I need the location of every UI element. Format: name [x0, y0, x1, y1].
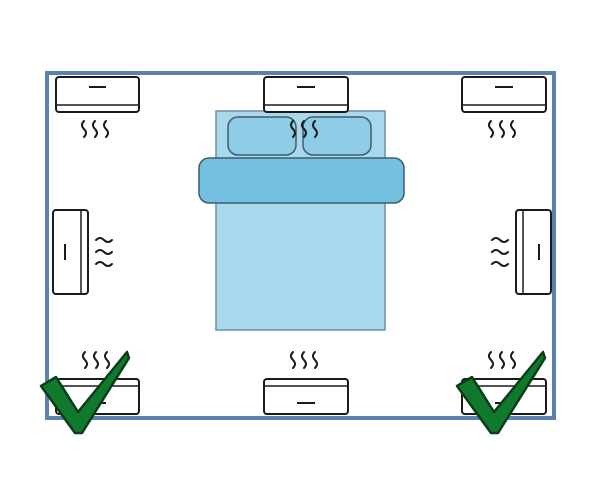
air-conditioner-icon: [515, 209, 552, 295]
blanket-fold: [198, 157, 405, 204]
ac-units: [52, 76, 552, 415]
pillow-left: [227, 116, 297, 156]
air-conditioner-icon: [55, 76, 140, 113]
air-conditioner-icon: [263, 76, 349, 113]
air-conditioner-icon: [461, 76, 547, 113]
pillow-right: [302, 116, 372, 156]
air-conditioner-icon: [263, 378, 349, 415]
checkmark-icon: [455, 350, 547, 435]
checkmark-icon: [39, 350, 131, 435]
bed-icon: [198, 110, 405, 331]
air-conditioner-icon: [52, 209, 89, 295]
